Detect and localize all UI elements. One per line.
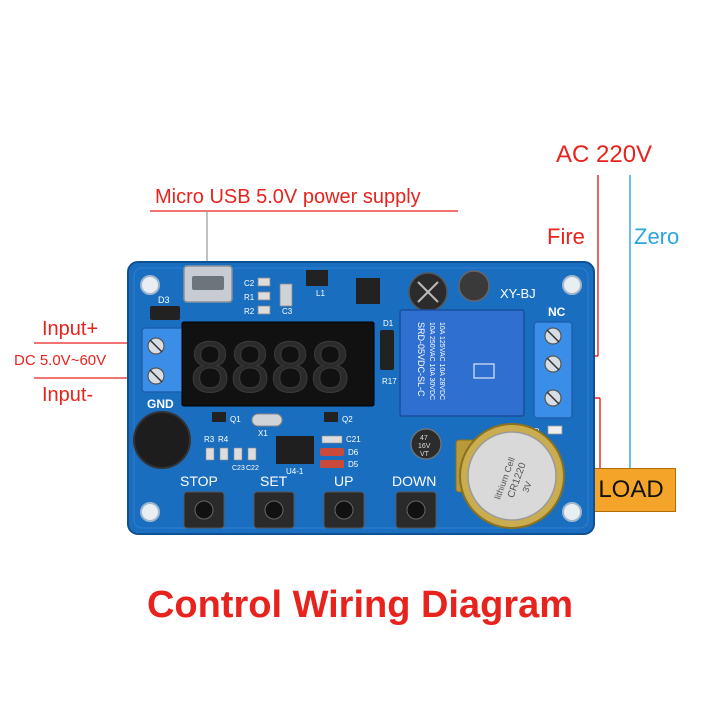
ic-chip [356, 278, 380, 304]
down-button[interactable] [395, 491, 437, 529]
svg-text:C2: C2 [244, 279, 255, 288]
zero-wire-label: Zero [634, 224, 680, 249]
up-label: UP [334, 473, 353, 489]
inductor-l1 [306, 270, 328, 286]
usb-power-label: Micro USB 5.0V power supply [155, 186, 421, 208]
nc-silkscreen: NC [548, 305, 566, 319]
svg-text:X1: X1 [258, 429, 268, 438]
diagram-title: Control Wiring Diagram [146, 584, 574, 626]
svg-text:R2: R2 [244, 307, 255, 316]
svg-text:C22: C22 [246, 465, 259, 472]
svg-text:D5: D5 [348, 460, 359, 469]
ic-u4 [276, 436, 314, 464]
svg-text:D1: D1 [383, 319, 394, 328]
svg-text:D3: D3 [158, 295, 170, 305]
coin-cell-battery [467, 431, 557, 521]
svg-text:3V: 3V [521, 480, 534, 494]
input-plus-label: Input+ [42, 318, 99, 340]
svg-text:47: 47 [420, 435, 428, 442]
svg-text:D6: D6 [348, 448, 359, 457]
stop-button[interactable] [183, 491, 225, 529]
svg-text:R4: R4 [218, 435, 229, 444]
status-led [547, 425, 563, 435]
svg-text:C23: C23 [232, 465, 245, 472]
mounting-hole [562, 502, 582, 522]
svg-text:U4-1: U4-1 [286, 467, 304, 476]
set-button[interactable] [253, 491, 295, 529]
relay-model-text: SRD-05VDC-SL-C [416, 322, 426, 397]
display-digits: 8888 [190, 328, 350, 408]
svg-text:R3: R3 [204, 435, 215, 444]
svg-text:C3: C3 [282, 307, 293, 316]
fire-wire-label: Fire [547, 224, 585, 249]
svg-text:R1: R1 [244, 293, 255, 302]
buzzer [133, 411, 191, 469]
svg-text:L1: L1 [316, 289, 325, 298]
mounting-hole [562, 275, 582, 295]
diode-d1 [380, 330, 394, 370]
svg-text:R17: R17 [382, 377, 397, 386]
mounting-hole [140, 275, 160, 295]
stop-label: STOP [180, 473, 218, 489]
relay [399, 309, 525, 417]
relay-rating-2: 10A 125VAC 10A 28VDC [438, 322, 445, 400]
electrolytic-capacitor [458, 270, 490, 302]
model-silkscreen: XY-BJ [500, 286, 536, 301]
input-minus-label: Input- [42, 384, 94, 406]
crystal-x1 [251, 413, 283, 427]
diode-d3 [150, 306, 180, 320]
mounting-hole [140, 502, 160, 522]
relay-rating-1: 10A 250VAC 10A 30VDC [428, 322, 435, 400]
small-capacitor [410, 428, 442, 460]
svg-text:16V: 16V [418, 443, 431, 450]
svg-text:VT: VT [420, 451, 430, 458]
svg-text:C21: C21 [346, 435, 361, 444]
gnd-silkscreen: GND [147, 397, 174, 411]
svg-text:Q1: Q1 [230, 415, 241, 424]
circuit-board: GND D3 8888 C2 R1 R2 C3 L1 XY-BJ D1 R17 [127, 261, 595, 535]
set-label: SET [260, 473, 288, 489]
seven-segment-display [181, 321, 375, 407]
up-button[interactable] [323, 491, 365, 529]
down-label: DOWN [392, 473, 436, 489]
ac-220v-label: AC 220V [556, 141, 653, 168]
svg-text:Q2: Q2 [342, 415, 353, 424]
input-terminal-block [141, 327, 187, 393]
dc-range-label: DC 5.0V~60V [14, 352, 107, 369]
